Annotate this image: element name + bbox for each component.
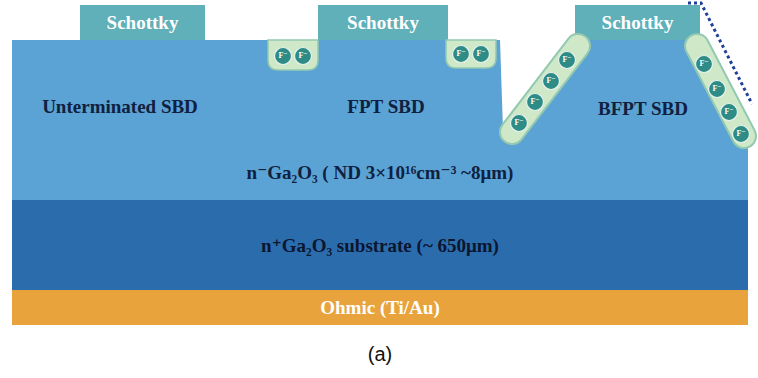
layer-label: Schottky [347,12,419,34]
substrate-layer: n⁺Ga₂O₃ substrate (~ 650μm) [12,200,748,290]
schottky-contact: Schottky [575,5,700,40]
ion-circle [527,94,544,111]
bfpt-passivation [512,46,744,136]
ion-circle [473,46,490,63]
fpt-passivation [268,40,496,70]
ohmic-contact: Ohmic (Ti/Au) [12,290,748,325]
ion-label: F⁻ [724,108,733,116]
ion-circle [696,56,713,73]
layer-label: Schottky [602,12,674,34]
ion-label: F⁻ [298,52,307,60]
ion-label: F⁻ [278,52,287,60]
drift-layer: n⁻Ga₂O₃ ( ND 3×10¹⁶cm⁻³ ~8μm) [12,40,748,200]
panel-label: (a) [368,344,392,364]
layer-label: Schottky [107,12,179,34]
ion-circle [511,115,528,132]
ion-circle [733,126,750,143]
ion-circle [275,48,292,65]
ion-label: F⁻ [736,130,745,138]
ion-circle [721,104,738,121]
ion-label: F⁻ [562,56,571,64]
ion-label: F⁻ [514,119,523,127]
ion-circle [453,46,470,63]
ion-circle [709,81,726,98]
ion-circle [543,73,560,90]
ion-label: F⁻ [712,85,721,93]
layer-label: n⁺Ga₂O₃ substrate (~ 650μm) [261,234,499,257]
layer-label: n⁻Ga₂O₃ ( ND 3×10¹⁶cm⁻³ ~8μm) [247,161,514,184]
ion-label: F⁻ [456,50,465,58]
ion-label: F⁻ [530,98,539,106]
device-label: Unterminated SBD [42,97,198,116]
ion-label: F⁻ [546,77,555,85]
ion-label: F⁻ [699,60,708,68]
ion-label: F⁻ [476,50,485,58]
device-label: BFPT SBD [598,99,688,118]
fluorine-ions [275,46,750,143]
schottky-contact: Schottky [80,5,205,40]
drift-layer-fill [12,40,748,200]
layer-label: Ohmic (Ti/Au) [320,297,439,319]
schottky-contact: Schottky [318,5,448,40]
device-label: FPT SBD [347,97,424,116]
ion-circle [559,52,576,69]
ion-circle [295,48,312,65]
field-plate-dotted [688,3,752,104]
